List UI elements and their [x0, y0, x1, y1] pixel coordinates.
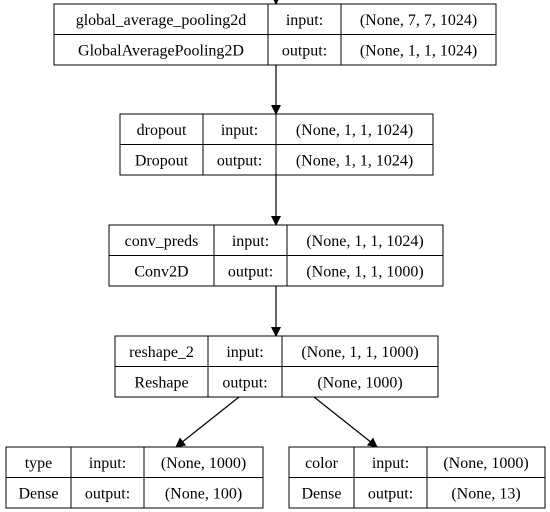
- node-global_average_pooling2d: global_average_pooling2dGlobalAveragePoo…: [53, 3, 497, 66]
- input-shape: (None, 7, 7, 1024): [360, 12, 477, 29]
- input-label: input:: [226, 344, 263, 361]
- output-label: output:: [85, 485, 130, 502]
- layer-type: Conv2D: [134, 263, 188, 280]
- layer-name: dropout: [137, 122, 187, 139]
- input-shape: (None, 1000): [443, 455, 528, 472]
- input-shape: (None, 1, 1, 1024): [306, 233, 423, 250]
- output-shape: (None, 1000): [317, 374, 402, 391]
- input-label: input:: [232, 233, 269, 250]
- layer-type: GlobalAveragePooling2D: [78, 42, 244, 59]
- output-label: output:: [282, 42, 327, 59]
- input-label: input:: [372, 455, 409, 472]
- edge-reshape_2-to-color: [313, 396, 378, 448]
- layer-type: Dense: [19, 485, 59, 502]
- output-label: output:: [368, 485, 413, 502]
- output-shape: (None, 1, 1, 1024): [360, 42, 477, 59]
- layer-type: Reshape: [134, 374, 188, 391]
- output-label: output:: [228, 263, 273, 280]
- output-shape: (None, 13): [451, 485, 520, 502]
- layer-name: reshape_2: [129, 344, 194, 361]
- input-shape: (None, 1, 1, 1024): [296, 122, 413, 139]
- layer-name: conv_preds: [125, 233, 199, 250]
- edge-reshape_2-to-type: [175, 396, 240, 448]
- input-shape: (None, 1, 1, 1000): [301, 344, 418, 361]
- output-shape: (None, 100): [165, 485, 242, 502]
- layer-type: Dense: [302, 485, 342, 502]
- layer-name: color: [305, 455, 339, 472]
- output-label: output:: [217, 152, 262, 169]
- layer-name: type: [25, 455, 53, 472]
- output-label: output:: [222, 374, 267, 391]
- input-shape: (None, 1000): [161, 455, 246, 472]
- layer-name: global_average_pooling2d: [76, 12, 247, 29]
- input-label: input:: [221, 122, 258, 139]
- layer-type: Dropout: [135, 152, 189, 169]
- input-label: input:: [89, 455, 126, 472]
- output-shape: (None, 1, 1, 1000): [306, 263, 423, 280]
- input-label: input:: [286, 12, 323, 29]
- output-shape: (None, 1, 1, 1024): [296, 152, 413, 169]
